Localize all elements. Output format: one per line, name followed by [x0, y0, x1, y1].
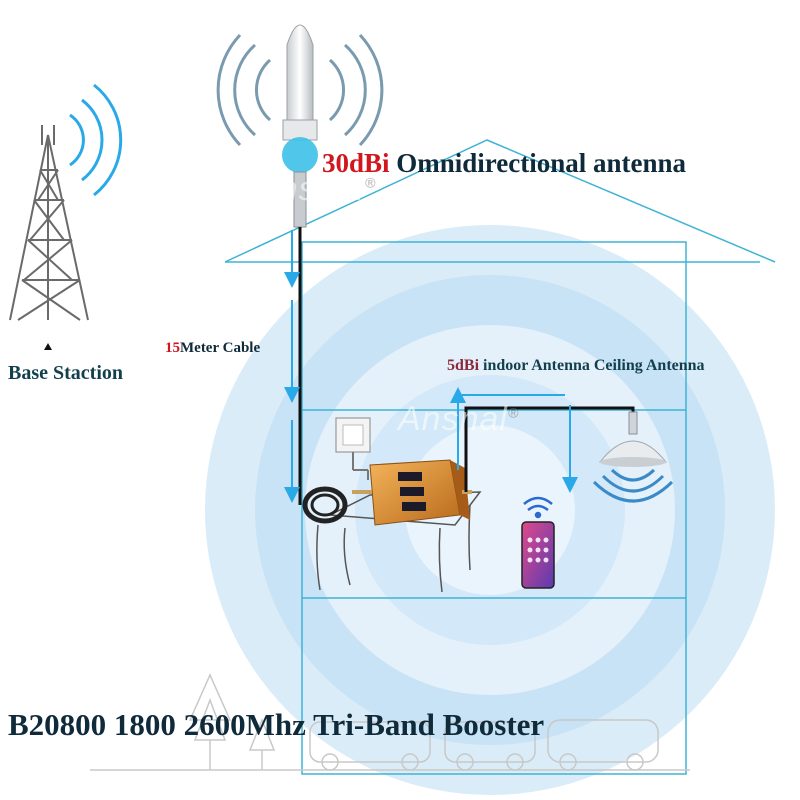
house-outline	[224, 139, 776, 775]
watermark-top: Ansnal®	[255, 170, 376, 209]
antenna-signal-waves	[216, 33, 384, 147]
ceiling-antenna	[598, 411, 668, 467]
cable-coil	[302, 486, 348, 524]
indoor-antenna-name: indoor Antenna Ceiling Antenna	[483, 357, 705, 374]
watermark-brand: Ansnal	[398, 400, 508, 438]
cable-length: 15	[165, 340, 180, 356]
coverage-halo	[205, 225, 775, 795]
ceiling-signal-waves	[592, 468, 674, 503]
ground-scenery	[90, 673, 690, 771]
wifi-icon	[523, 496, 553, 519]
table	[316, 491, 482, 593]
power-socket	[335, 417, 371, 480]
indoor-antenna-label: 5dBi indoor Antenna Ceiling Antenna	[447, 357, 705, 375]
cable-label: 15Meter Cable	[165, 340, 260, 357]
product-title: B20800 1800 2600Mhz Tri-Band Booster	[8, 707, 545, 742]
watermark-mark: ®	[364, 174, 377, 191]
base-station-tower	[9, 125, 89, 321]
outdoor-antenna-name: Omnidirectional antenna	[396, 148, 687, 178]
tower-signal-waves	[69, 83, 123, 197]
mobile-phone	[521, 521, 555, 589]
uplink-arrows	[450, 387, 578, 493]
watermark-brand: Ansnal	[255, 170, 365, 208]
indoor-antenna-gain: 5dBi	[447, 357, 480, 374]
cable-name: Meter Cable	[180, 340, 261, 356]
watermark-middle: Ansnal®	[398, 400, 519, 439]
watermark-mark: ®	[507, 404, 520, 421]
triangle-marker-icon	[44, 343, 52, 350]
outdoor-antenna-gain: 30dBi	[322, 148, 390, 178]
outdoor-antenna-label: 30dBi Omnidirectional antenna	[322, 148, 686, 179]
base-station-label: Base Staction	[8, 362, 123, 384]
